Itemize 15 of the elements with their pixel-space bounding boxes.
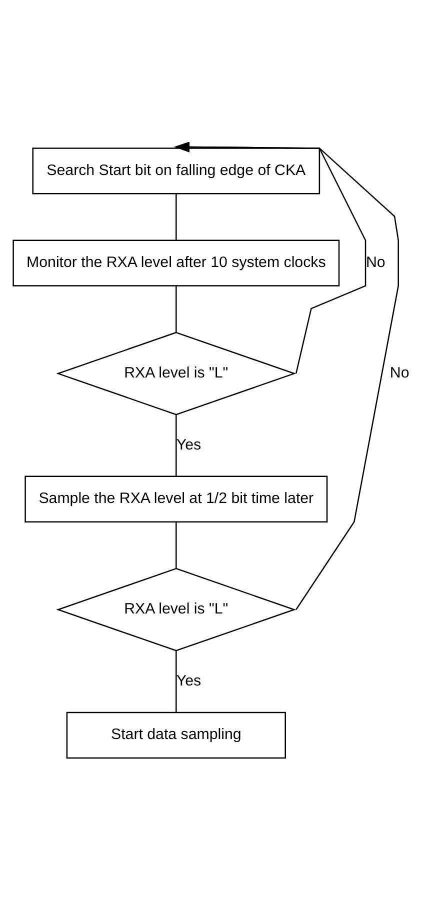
connector (176, 414, 177, 476)
node-box: Monitor the RXA level after 10 system clocks (12, 239, 340, 286)
node-box: Start data sampling (66, 711, 286, 758)
arrow (174, 142, 366, 374)
connector (176, 522, 177, 568)
node-diamond: RXA level is "L" (56, 567, 296, 651)
node-box: Sample the RXA level at 1/2 bit time later (24, 475, 328, 522)
arrow (174, 142, 399, 610)
connector (176, 193, 177, 240)
node-box: Search Start bit on falling edge of CKA (32, 147, 320, 194)
connector (176, 286, 177, 332)
connector (176, 650, 177, 712)
edge-label: No (366, 253, 386, 270)
edge-label: No (390, 364, 410, 381)
node-diamond: RXA level is "L" (56, 331, 296, 415)
